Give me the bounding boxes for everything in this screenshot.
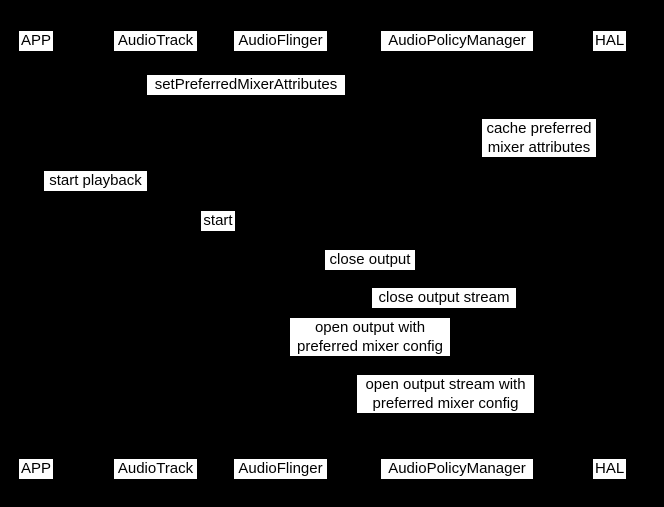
message-cache-preferred-mixer-attributes: cache preferred mixer attributes [482,119,596,157]
participant-audioflinger-top: AudioFlinger [234,31,327,51]
message-open-output-stream-with-preferred-mixer-config: open output stream with preferred mixer … [357,375,534,413]
participant-audiotrack-top: AudioTrack [114,31,197,51]
message-close-output-stream: close output stream [372,288,516,308]
message-open-output-with-preferred-mixer-config: open output with preferred mixer config [290,318,450,356]
message-start: start [201,211,235,231]
message-start-playback: start playback [44,171,147,191]
participant-hal-top: HAL [593,31,627,51]
participant-app-top: APP [19,31,54,51]
message-close-output: close output [325,250,415,270]
participant-hal-bottom: HAL [593,459,627,479]
participant-audiopolicymanager-bottom: AudioPolicyManager [381,459,533,479]
message-set-preferred-mixer-attributes: setPreferredMixerAttributes [147,75,345,95]
participant-audiotrack-bottom: AudioTrack [114,459,197,479]
participant-app-bottom: APP [19,459,54,479]
participant-audioflinger-bottom: AudioFlinger [234,459,327,479]
participant-audiopolicymanager-top: AudioPolicyManager [381,31,533,51]
